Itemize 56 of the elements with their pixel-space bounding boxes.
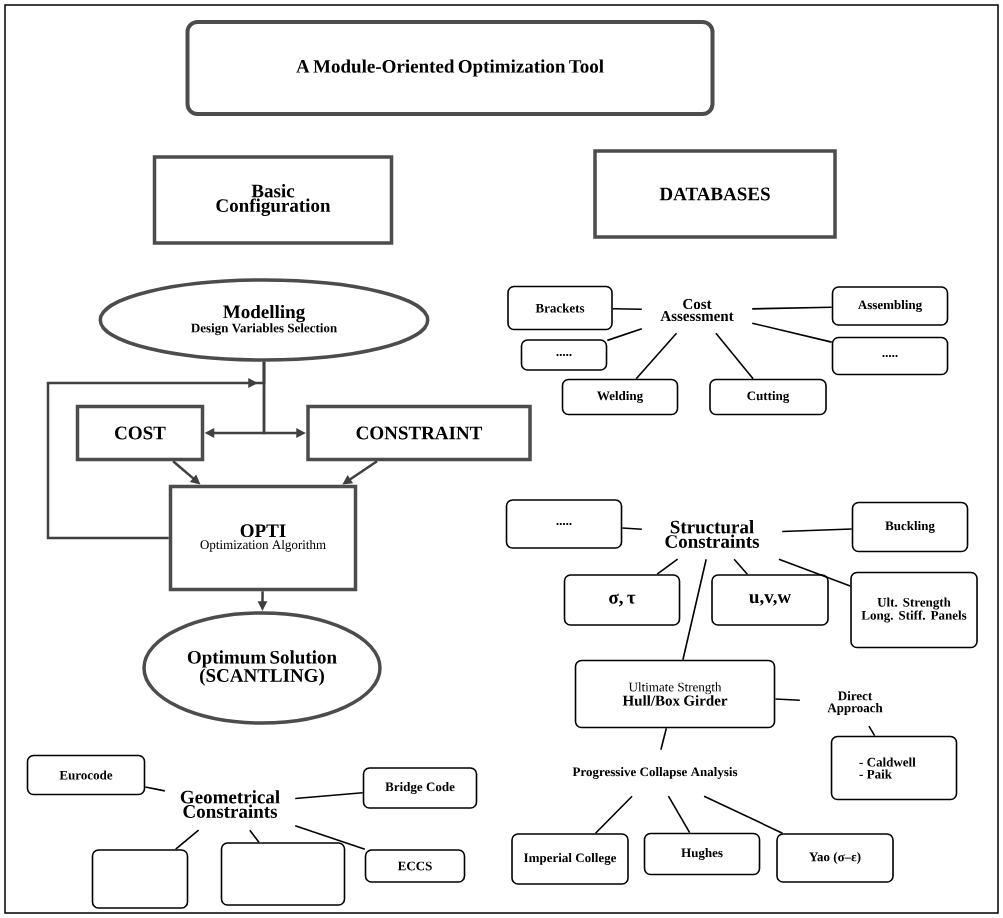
item-box: Eurocode (26, 754, 146, 796)
connector (606, 327, 643, 342)
heading-box: OPTI Optimization Algorithm (168, 484, 358, 592)
connector (621, 527, 643, 531)
group-heading: Progressive Collapse Analysis (572, 767, 738, 779)
connector (594, 795, 633, 834)
item-box: Welding (561, 378, 679, 416)
heading-box: COST (75, 404, 205, 462)
item-box: Cutting (709, 378, 827, 416)
connector (144, 786, 166, 792)
heading-box: Basic Configuration (152, 155, 394, 245)
item-box: Ult. Strength Long. Stiff. Panels (850, 571, 978, 649)
heading-box: CONSTRAINT (306, 404, 532, 462)
group-heading: Cost Assessment (660, 298, 734, 322)
connector (751, 322, 833, 343)
connector (733, 558, 749, 575)
item-box: - Caldwell - Paik (830, 735, 958, 801)
connector (294, 792, 364, 800)
connector (660, 727, 668, 751)
item-box: u,v,w (711, 574, 829, 626)
item-box: ..... (831, 336, 949, 376)
item-box: Brackets (507, 285, 613, 331)
item-box: Yao (σ–ε) (776, 833, 894, 883)
item-box: ..... (505, 499, 623, 549)
item-box: Ultimate Strength Hull/Box Girder (574, 659, 776, 729)
connector (778, 558, 851, 587)
item-box: Buckling (851, 501, 969, 553)
item-box: ECCS (364, 849, 466, 883)
connector (682, 558, 707, 661)
heading-box: DATABASES (593, 149, 837, 239)
item-box: Imperial College (511, 833, 629, 885)
connector (249, 829, 260, 843)
connector (715, 332, 754, 380)
title-box: A Module-Oriented Optimization Tool (185, 20, 715, 116)
connector (774, 698, 801, 702)
connector (635, 332, 678, 380)
connector (612, 307, 643, 310)
connector (781, 528, 853, 533)
connector (656, 558, 679, 575)
item-box: Hughes (643, 832, 761, 876)
connector (667, 795, 691, 834)
connector (46, 361, 266, 540)
item-box: Assembling (831, 286, 949, 326)
item-box (91, 849, 189, 909)
item-box: ..... (520, 339, 608, 371)
item-box: σ, τ (563, 574, 681, 626)
connector (703, 795, 784, 834)
connector (751, 306, 833, 310)
connector (294, 825, 366, 850)
group-heading: Geometrical Constraints (180, 790, 280, 818)
item-box (220, 842, 346, 906)
connector (868, 725, 876, 737)
group-heading: Structural Constraints (665, 520, 760, 548)
connector (174, 829, 200, 850)
group-heading: Direct Approach (827, 691, 883, 715)
item-box: Bridge Code (362, 767, 478, 809)
